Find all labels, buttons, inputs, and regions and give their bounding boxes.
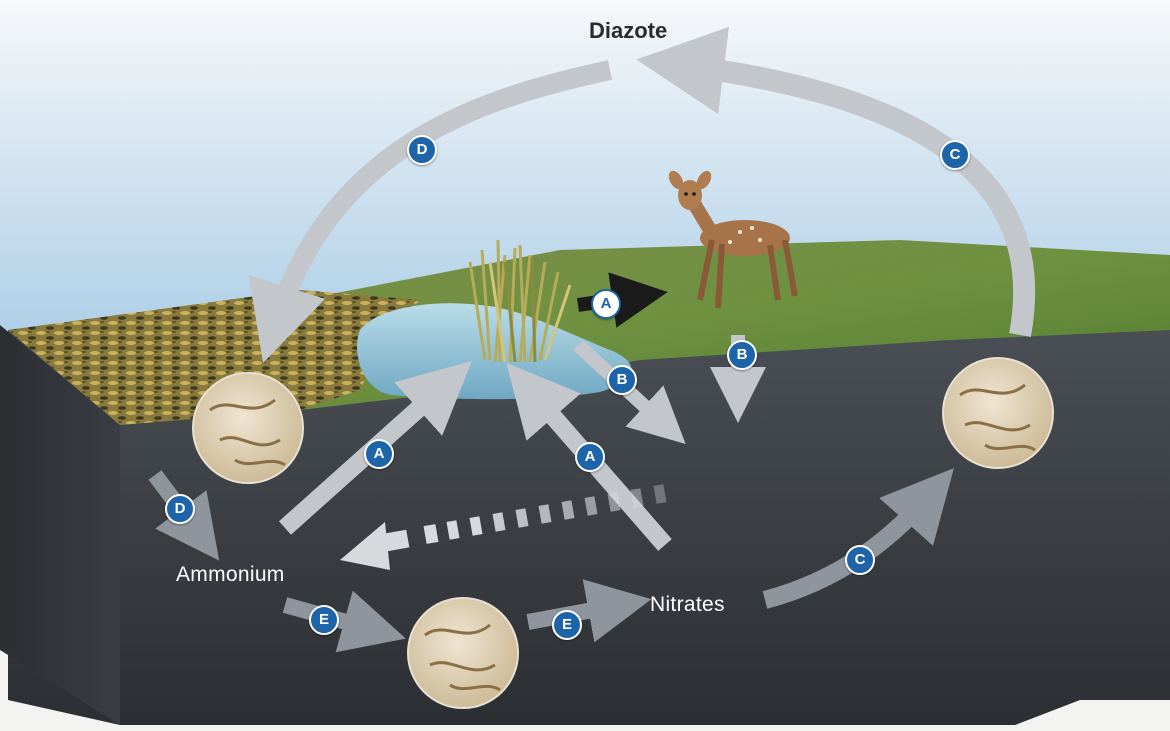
badge-d-sky: D [407,135,437,165]
label-nitrates: Nitrates [650,593,725,617]
badge-d-soil: D [165,494,195,524]
label-diazote: Diazote [589,18,667,44]
badge-e-ammonium: E [309,605,339,635]
badge-c-sky: C [940,140,970,170]
label-ammonium: Ammonium [176,563,285,587]
bacteria-colony-icon [408,598,518,708]
badge-c-soil: C [845,545,875,575]
badge-a-ammonium: A [364,439,394,469]
badge-b-animal: B [727,340,757,370]
badge-b-plants: B [607,365,637,395]
badge-a-nitrates: A [575,442,605,472]
bacteria-colony-icon [193,373,303,483]
badge-a-animal: A [591,289,621,319]
bacteria-colony-icon [943,358,1053,468]
badge-e-nitrates: E [552,610,582,640]
